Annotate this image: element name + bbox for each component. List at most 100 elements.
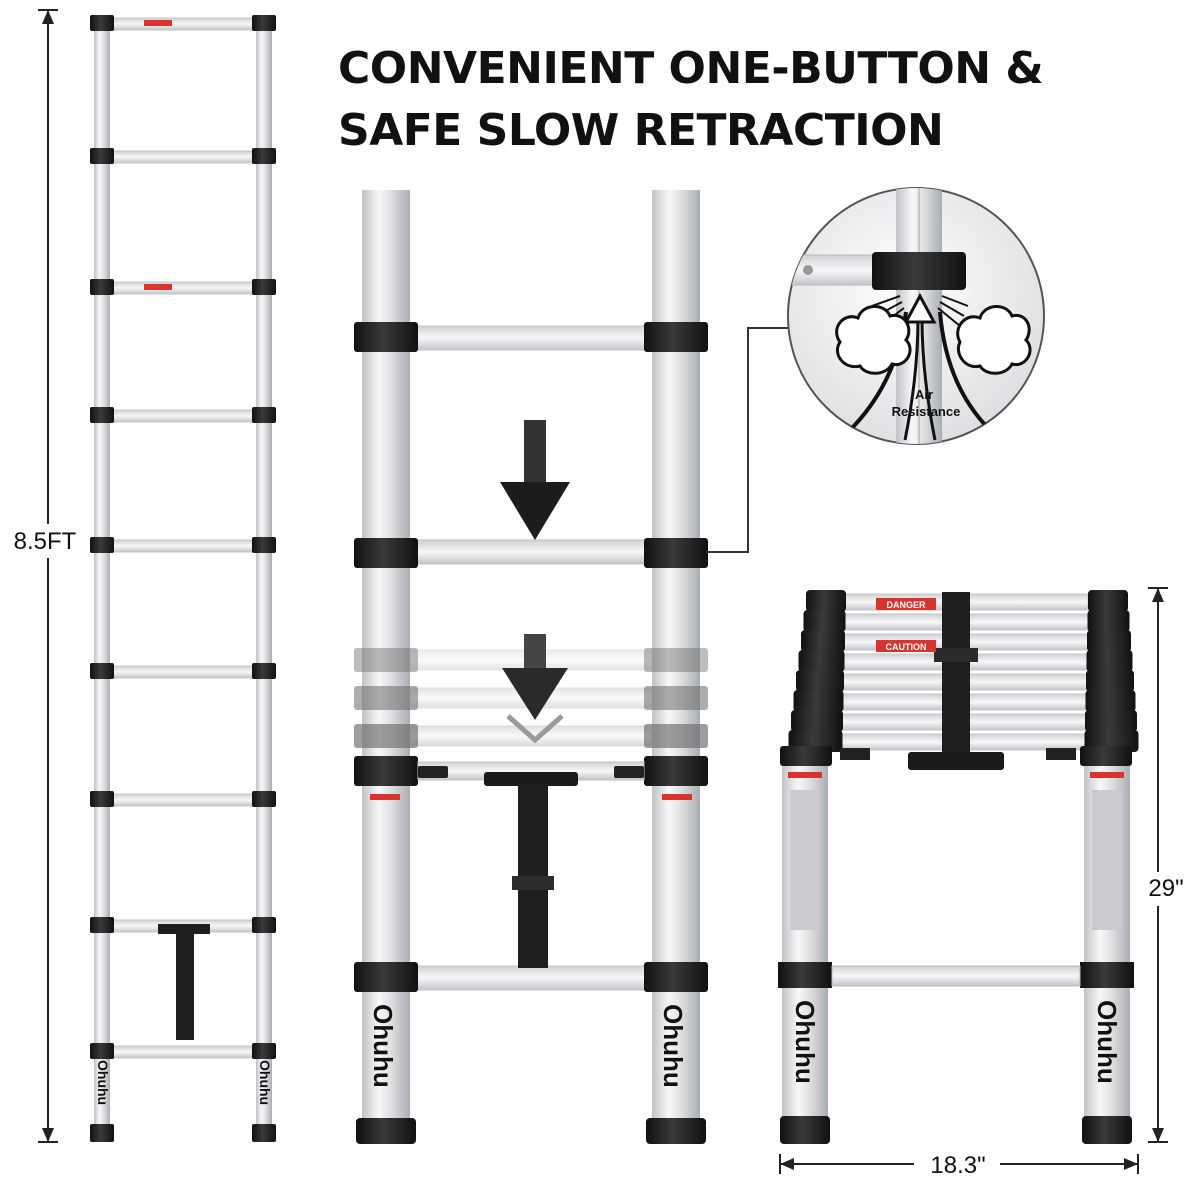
ghost-cap [644, 686, 708, 710]
stacked-cap [1088, 590, 1128, 612]
stacked-cap [803, 610, 846, 632]
stacked-cap [780, 746, 832, 766]
rail-cap [90, 407, 114, 423]
extended-height-label: 8.5FT [14, 528, 77, 555]
ladder-rung [409, 965, 653, 991]
rail-cap [354, 322, 418, 352]
ladder-rung [409, 539, 653, 565]
rail-cap [354, 756, 418, 786]
warning-label [876, 640, 936, 652]
ladder-foot [90, 1124, 114, 1142]
headline-line-1: CONVENIENT ONE-BUTTON & [338, 43, 1044, 94]
cloud-icon [835, 305, 912, 375]
ladder-rung [109, 793, 257, 807]
stacked-cap [1085, 710, 1137, 732]
ghost-cap [354, 648, 418, 672]
extended-ladder: Ohuhu Ohuhu [90, 15, 276, 1142]
rail-cap [644, 322, 708, 352]
rail-cap [252, 148, 276, 164]
ghost-cap [644, 724, 708, 748]
rail-cap [90, 148, 114, 164]
ladder-rung [109, 665, 257, 679]
stacked-cap [1087, 630, 1131, 652]
warning-label [144, 20, 172, 26]
strap-handle [158, 924, 210, 934]
warning-label [876, 598, 936, 610]
stacked-cap [793, 690, 844, 712]
air-resistance-callout: Air Resistance [787, 187, 1045, 445]
rail-cap [90, 791, 114, 807]
strap-buckle [512, 876, 554, 890]
caution-label: CAUTION [886, 642, 927, 652]
rail-cap [644, 756, 708, 786]
collapsed-height-dimension-line [1148, 587, 1168, 1143]
brand-logo: Ohuhu [95, 1060, 111, 1105]
height-dimension-line [38, 9, 58, 1143]
collapsed-height-label: 29" [1148, 875, 1183, 902]
release-button [418, 766, 448, 778]
brand-logo: Ohuhu [658, 1004, 688, 1088]
rail-cap [252, 279, 276, 295]
collapsed-width-label: 18.3" [930, 1152, 985, 1179]
stacked-cap [1085, 690, 1136, 712]
strap [176, 932, 194, 1040]
stacked-cap [1086, 670, 1134, 692]
ghost-cap [354, 724, 418, 748]
warning-label [144, 284, 172, 290]
ladder-rung [409, 325, 653, 351]
rail-cap [90, 279, 114, 295]
rail-cap [252, 917, 276, 933]
release-button [614, 766, 644, 778]
rail-cap [252, 537, 276, 553]
headline-line-2: SAFE SLOW RETRACTION [338, 105, 944, 156]
ladder-rung [109, 1045, 257, 1059]
arrow-down-icon [500, 420, 570, 540]
rail-cap [90, 917, 114, 933]
stacked-cap [798, 650, 845, 672]
arrow-down-icon [502, 634, 568, 744]
danger-label: DANGER [886, 600, 926, 610]
ladder-rung [109, 409, 257, 423]
release-button [1046, 748, 1076, 760]
ladder-rail [94, 22, 110, 1142]
callout-connector [706, 327, 794, 553]
stacked-cap [796, 670, 844, 692]
collapsed-width-dimension-line [779, 1154, 1139, 1174]
stacked-cap [1087, 610, 1130, 632]
rail-cap [90, 663, 114, 679]
stacked-cap [1080, 746, 1132, 766]
ghost-cap [354, 686, 418, 710]
rail-cap [644, 538, 708, 568]
strap-handle [484, 772, 578, 786]
rail-cap [252, 1043, 276, 1059]
ladder-rung [109, 539, 257, 553]
rail-cap [252, 407, 276, 423]
brand-logo: Ohuhu [257, 1060, 273, 1105]
brand-logo: Ohuhu [790, 1000, 820, 1084]
stacked-cap [791, 710, 843, 732]
ladder-foot [356, 1118, 416, 1144]
stacked-cap [806, 590, 846, 612]
air-label: Air [915, 387, 933, 402]
rail-cap [90, 15, 114, 31]
stacked-cap [1086, 650, 1133, 672]
rail-cap [252, 791, 276, 807]
rail-cap [252, 15, 276, 31]
ladder-foot [252, 1124, 276, 1142]
retracting-ladder-closeup: Ohuhu Ohuhu [354, 190, 708, 1144]
ladder-rung [109, 17, 257, 31]
resistance-label: Resistance [892, 404, 961, 419]
page-headline: CONVENIENT ONE-BUTTON & SAFE SLOW RETRAC… [338, 38, 1044, 162]
rail-cap [354, 538, 418, 568]
warning-label [370, 794, 400, 800]
warning-label [662, 794, 692, 800]
rail-cap [354, 962, 418, 992]
rail-cap [90, 537, 114, 553]
ladder-rung [109, 281, 257, 295]
release-button [840, 748, 870, 760]
brand-logo: Ohuhu [368, 1004, 398, 1088]
brand-logo: Ohuhu [1092, 1000, 1122, 1084]
rail-cap [644, 962, 708, 992]
cloud-icon [956, 305, 1032, 375]
